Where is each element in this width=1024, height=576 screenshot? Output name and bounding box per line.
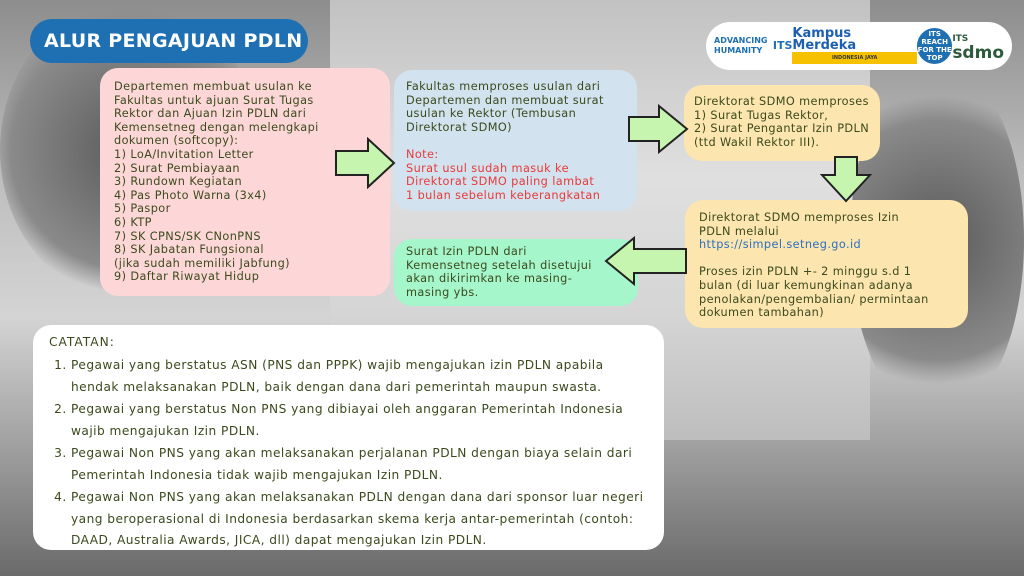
notes-panel: CATATAN: Pegawai yang berstatus ASN (PNS… (33, 325, 664, 550)
step-5-surat-izin: Surat Izin PDLN dari Kemensetneg setelah… (394, 239, 638, 306)
note-text: Surat usul sudah masuk ke Direktorat SDM… (406, 161, 601, 202)
note-item: Pegawai Non PNS yang akan melaksanakan P… (71, 487, 648, 552)
its-reach-logo: ITS REACH FOR THE TOP (916, 28, 953, 64)
arrow-left-icon (604, 236, 687, 286)
advancing-humanity-logo: ADVANCING HUMANITY (714, 36, 768, 55)
arrow-right-icon (335, 137, 396, 189)
arrow-down-icon (820, 156, 872, 203)
note-item: Pegawai yang berstatus ASN (PNS dan PPPK… (71, 355, 648, 398)
notes-heading: CATATAN: (49, 335, 115, 349)
page-title: ALUR PENGAJUAN PDLN (30, 19, 308, 63)
arrow-right-icon (628, 104, 689, 154)
step-1-departemen: Departemen membuat usulan ke Fakultas un… (100, 68, 390, 296)
note-item: Pegawai Non PNS yang akan melaksanakan p… (71, 443, 648, 486)
step-2-fakultas: Fakultas memproses usulan dari Departeme… (394, 70, 637, 211)
step-4-sdmo-izin: Direktorat SDMO memproses Izin PDLN mela… (685, 200, 968, 328)
its-logo: ITS (772, 39, 793, 52)
simpel-link[interactable]: https://simpel.setneg.go.id (699, 238, 862, 252)
note-item: Pegawai yang berstatus Non PNS yang dibi… (71, 399, 648, 442)
note-label: Note: (406, 147, 439, 161)
step-3-sdmo: Direktorat SDMO memproses 1) Surat Tugas… (684, 85, 880, 161)
